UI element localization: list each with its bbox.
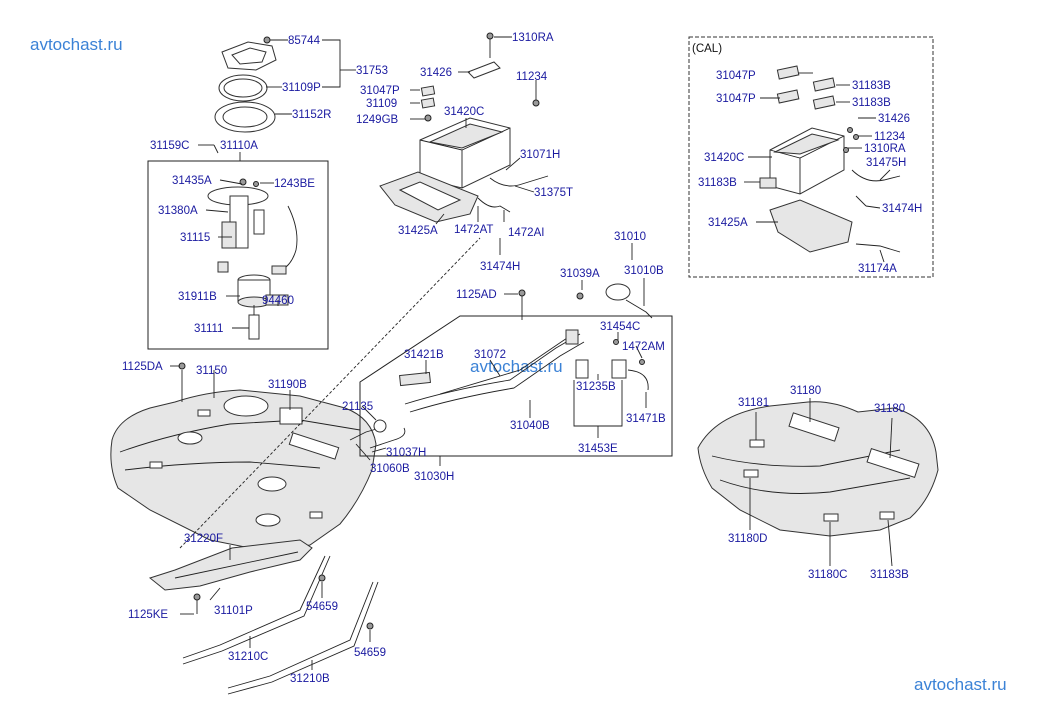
label-54659-upper: 54659 <box>306 601 338 613</box>
label-31454c: 31454C <box>600 321 640 333</box>
watermark-top-left: avtochast.ru <box>30 35 123 54</box>
label-31010b: 31010B <box>624 265 664 277</box>
label-31425a: 31425A <box>398 225 438 237</box>
label-31115: 31115 <box>180 232 210 244</box>
label-cal-31426: 31426 <box>878 113 910 125</box>
label-seat-31180d: 31180D <box>728 533 767 545</box>
label-31010: 31010 <box>614 231 646 243</box>
fuel-tank-drawing <box>110 237 481 695</box>
label-1310ra: 1310RA <box>512 32 554 44</box>
cal-box-frame <box>688 36 934 278</box>
label-seat-31180c: 31180C <box>808 569 847 581</box>
label-31150: 31150 <box>196 365 227 377</box>
cal-box-drawing <box>688 36 934 278</box>
canister-drawing <box>379 32 549 223</box>
label-seat-31183b: 31183B <box>870 569 909 581</box>
label-cal-31047p-a: 31047P <box>716 70 756 82</box>
label-1125ad: 1125AD <box>456 289 497 301</box>
label-cal-31183b-a: 31183B <box>852 80 891 92</box>
label-cal-31047p-b: 31047P <box>716 93 756 105</box>
label-31426: 31426 <box>420 67 452 79</box>
label-31753: 31753 <box>356 65 388 77</box>
label-31109: 31109 <box>366 98 397 110</box>
label-31071h: 31071H <box>520 149 560 161</box>
watermark-center: avtochast.ru <box>470 357 563 376</box>
label-31037h: 31037H <box>386 447 426 459</box>
label-31101p: 31101P <box>214 605 253 617</box>
label-1472ai: 1472AI <box>508 227 544 239</box>
label-31152r: 31152R <box>292 109 331 121</box>
filler-neck-drawing <box>349 283 673 457</box>
pump-assembly-frame <box>147 160 329 350</box>
label-cal-31183b-b: 31183B <box>852 97 891 109</box>
label-31047p: 31047P <box>360 85 400 97</box>
label-cal-11234: 11234 <box>874 131 906 143</box>
label-11234: 11234 <box>516 71 548 83</box>
label-cal-31174a: 31174A <box>858 263 897 275</box>
watermark-bottom-right: avtochast.ru <box>914 675 1007 694</box>
label-31220f: 31220F <box>184 533 223 545</box>
label-31380a: 31380A <box>158 205 198 217</box>
label-31453e: 31453E <box>578 443 618 455</box>
label-seat-31180-a: 31180 <box>790 385 821 397</box>
label-31111: 31111 <box>194 323 223 335</box>
label-31375t: 31375T <box>534 187 573 199</box>
part-labels: 85744 31109P 31753 31152R 31159C 31110A … <box>122 32 922 685</box>
label-31435a: 31435A <box>172 175 212 187</box>
label-31040b: 31040B <box>510 420 550 432</box>
label-31039a: 31039A <box>560 268 600 280</box>
label-31235b: 31235B <box>576 381 616 393</box>
label-31109p: 31109P <box>282 82 321 94</box>
label-21135: 21135 <box>342 401 373 413</box>
label-cal-31474h: 31474H <box>882 203 922 215</box>
label-94460: 94460 <box>262 295 294 307</box>
label-1472at: 1472AT <box>454 224 493 236</box>
label-31072: 31072 <box>474 349 506 361</box>
label-31474h: 31474H <box>480 261 520 273</box>
label-31420c: 31420C <box>444 106 484 118</box>
label-cal-31475h: 31475H <box>866 157 906 169</box>
label-31060b: 31060B <box>370 463 410 475</box>
label-85744: 85744 <box>288 35 321 47</box>
label-cal-31183b-c: 31183B <box>698 177 737 189</box>
label-1125da: 1125DA <box>122 361 163 373</box>
rear-seat-cushion-drawing <box>697 401 939 537</box>
leader-lines <box>170 36 893 670</box>
label-seat-31180-b: 31180 <box>874 403 905 415</box>
label-31110a: 31110A <box>220 140 258 152</box>
label-31421b: 31421B <box>404 349 444 361</box>
fuel-pump-assembly-drawing <box>147 36 329 350</box>
label-31030h: 31030H <box>414 471 454 483</box>
label-31159c: 31159C <box>150 140 189 152</box>
label-cal-31425a: 31425A <box>708 217 748 229</box>
label-1249gb: 1249GB <box>356 114 399 126</box>
label-31190b: 31190B <box>268 379 307 391</box>
label-54659-lower: 54659 <box>354 647 386 659</box>
label-31471b: 31471B <box>626 413 666 425</box>
label-cal-1310ra: 1310RA <box>864 143 906 155</box>
label-cal-31420c: 31420C <box>704 152 744 164</box>
label-seat-31181: 31181 <box>738 397 769 409</box>
label-1243be: 1243BE <box>274 178 315 190</box>
label-31210b: 31210B <box>290 673 330 685</box>
cal-box-title: (CAL) <box>692 43 722 55</box>
label-1125ke: 1125KE <box>128 609 168 621</box>
label-31210c: 31210C <box>228 651 268 663</box>
label-31911b: 31911B <box>178 291 217 303</box>
label-1472am: 1472AM <box>622 341 665 353</box>
